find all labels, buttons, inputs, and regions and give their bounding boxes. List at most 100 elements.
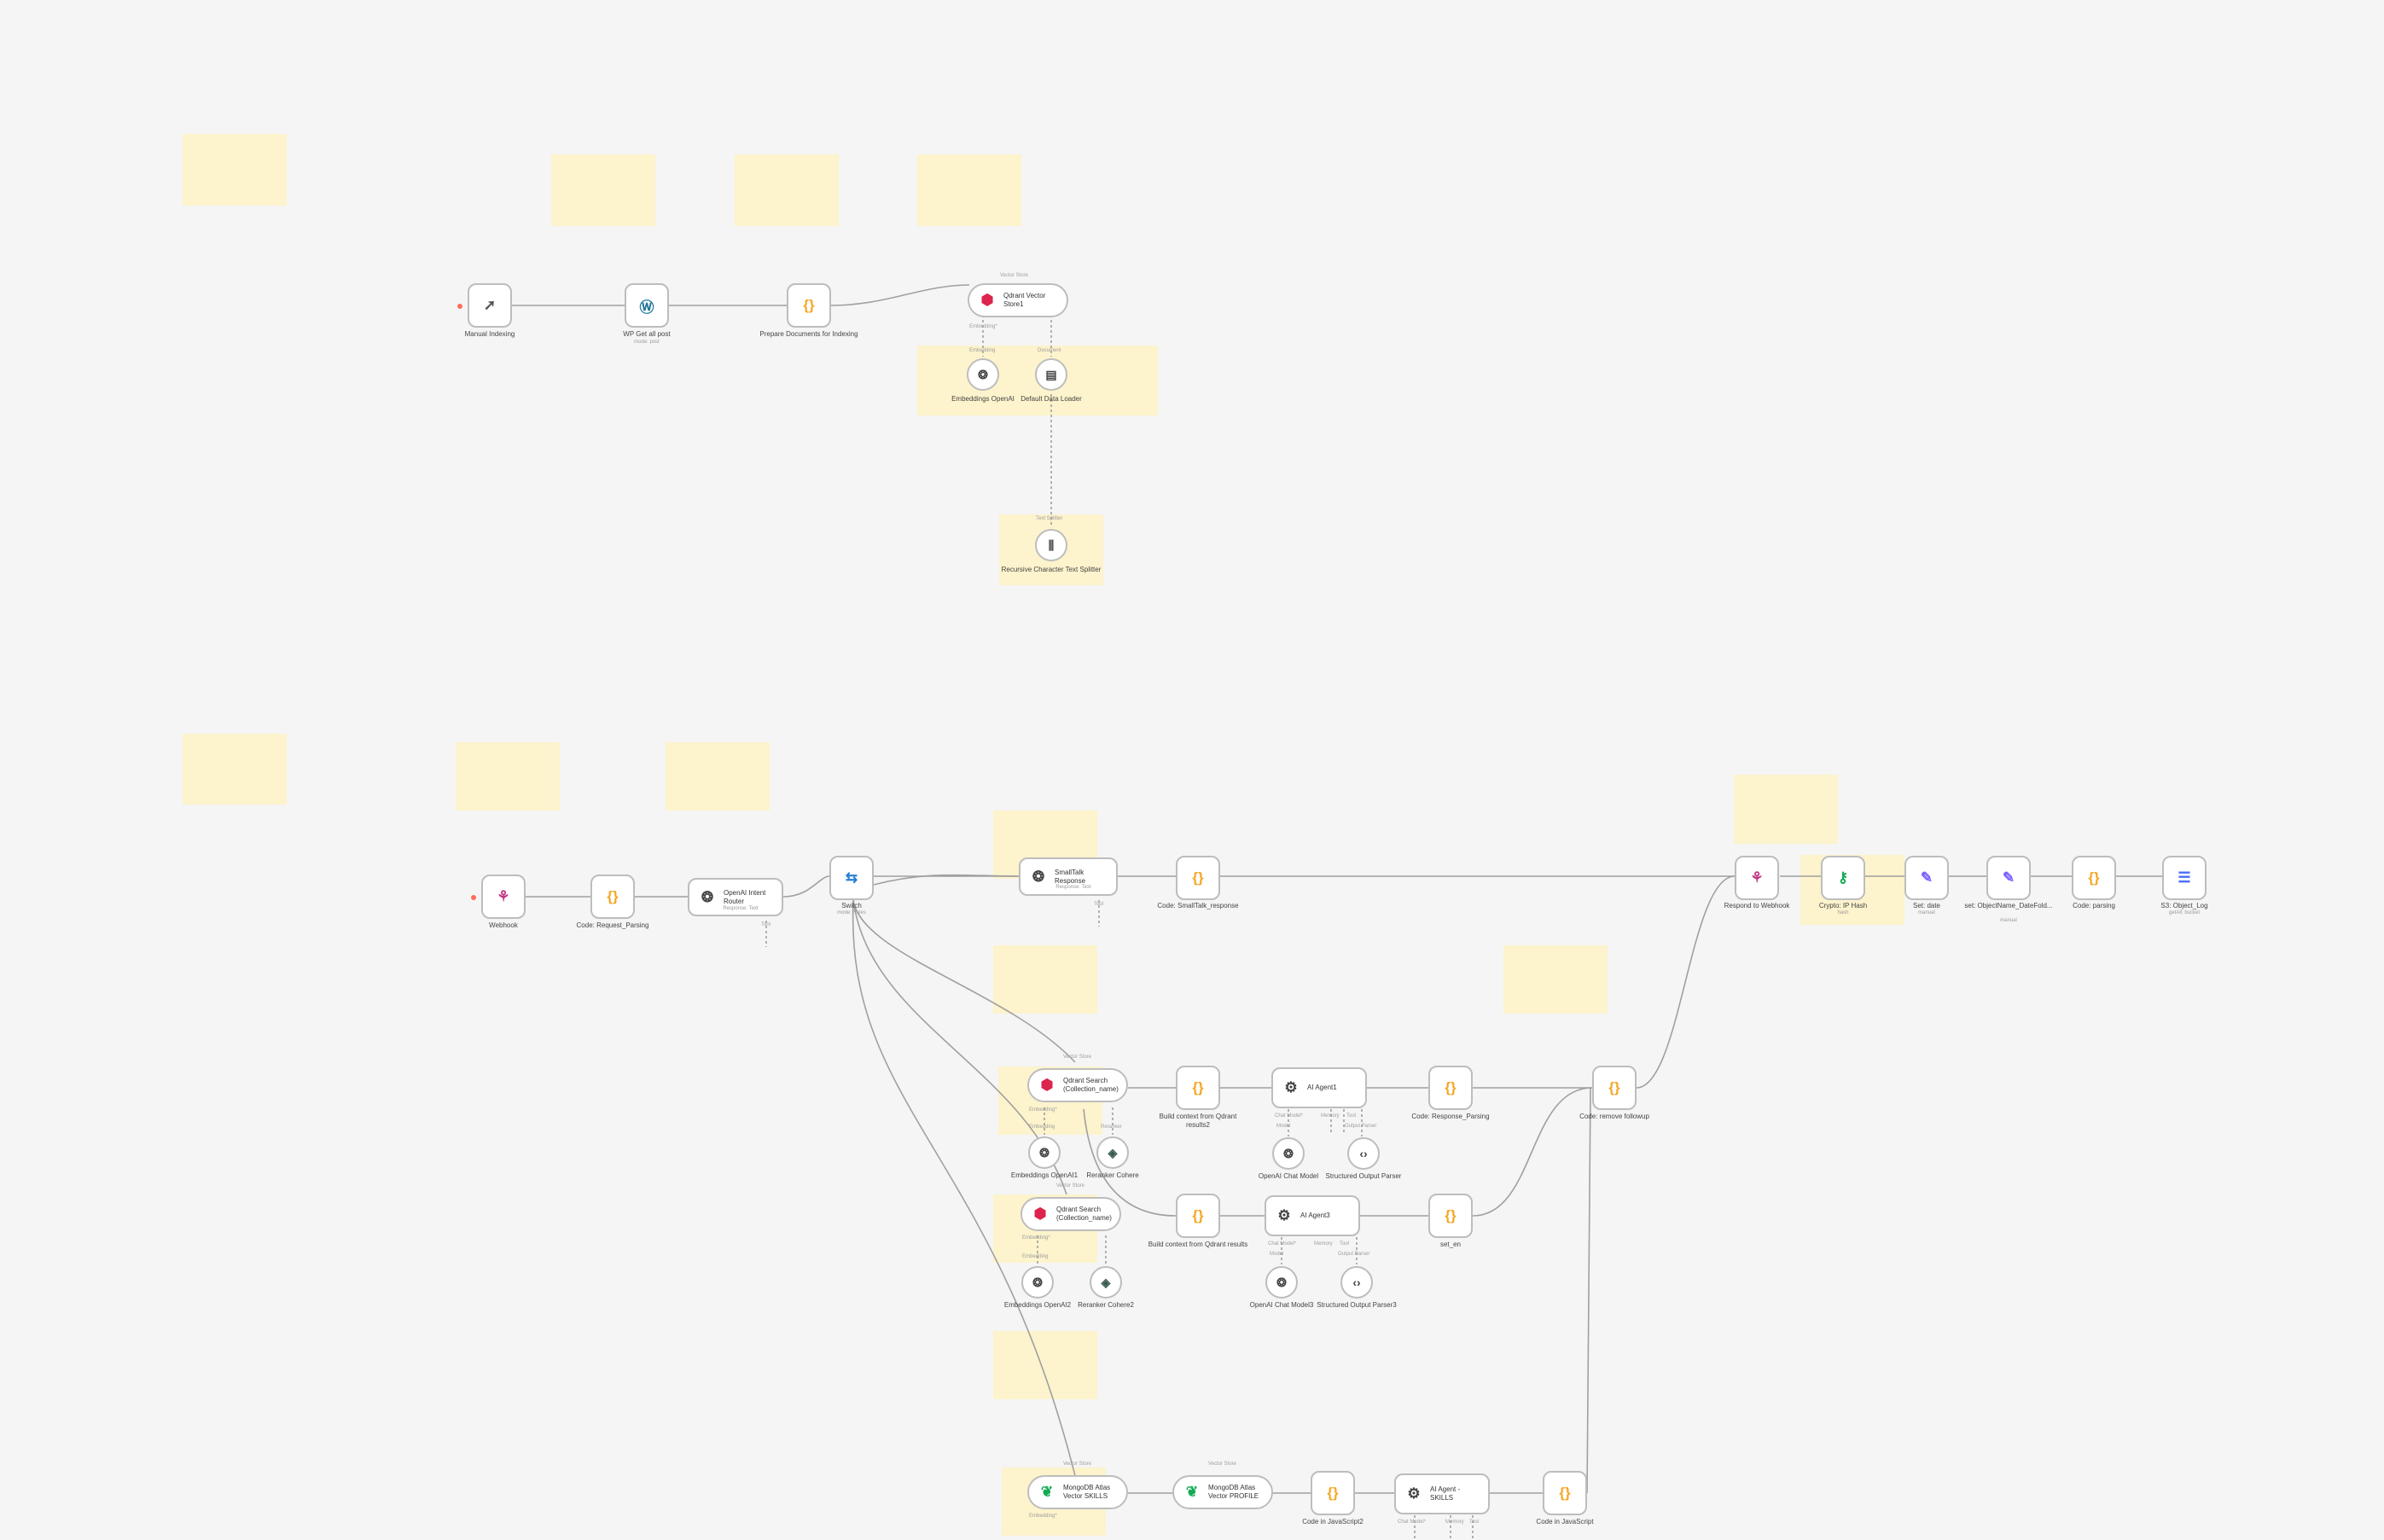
code-in-javascript-node[interactable]: {} bbox=[1543, 1471, 1587, 1515]
webhook-node[interactable]: ⚘ bbox=[481, 875, 526, 919]
node-subtitle: manual bbox=[2000, 918, 2017, 923]
port-label: Memory bbox=[1445, 1520, 1464, 1525]
port-label: Output Parser bbox=[1338, 1252, 1370, 1257]
code-icon: {} bbox=[607, 888, 619, 904]
smalltalk-response-node[interactable]: ❂ SmallTalk Response bbox=[1019, 857, 1118, 896]
node-label: Embeddings OpenAI bbox=[951, 395, 1015, 403]
sticky-note[interactable] bbox=[993, 1331, 1097, 1399]
port-label: Memory bbox=[1321, 1113, 1340, 1119]
qdrant-search-node[interactable]: ⬢ Qdrant Search (Collection_name) bbox=[1027, 1068, 1128, 1102]
qdrant-vector-store-node[interactable]: ⬢ Qdrant Vector Store1 bbox=[968, 283, 1068, 317]
port-label: Tool bbox=[761, 922, 771, 927]
robot-icon: ⚙ bbox=[1277, 1207, 1291, 1223]
node-label: Webhook bbox=[489, 921, 518, 929]
code-request-parsing-node[interactable]: {} bbox=[590, 875, 635, 919]
openai-intent-router-node[interactable]: ❂ OpenAI Intent Router bbox=[688, 878, 783, 916]
sticky-note[interactable] bbox=[183, 734, 287, 805]
node-title: SmallTalk Response bbox=[1055, 868, 1086, 885]
robot-icon: ⚙ bbox=[1284, 1079, 1298, 1095]
sticky-note[interactable] bbox=[1503, 945, 1608, 1014]
port-label: Embedding bbox=[1022, 1254, 1049, 1259]
port-label: Model bbox=[1270, 1252, 1284, 1257]
sticky-note[interactable] bbox=[1734, 775, 1838, 844]
node-title: Qdrant Vector Store1 bbox=[1003, 292, 1046, 308]
pen-icon: ✎ bbox=[2002, 869, 2015, 886]
node-label: Code in JavaScript bbox=[1536, 1518, 1594, 1525]
wp-get-all-post-node[interactable]: Ⓦ bbox=[625, 283, 669, 328]
respond-to-webhook-node[interactable]: ⚘ bbox=[1735, 856, 1779, 900]
set-en-node[interactable]: {} bbox=[1428, 1194, 1473, 1238]
sticky-note[interactable] bbox=[666, 742, 770, 811]
code-smalltalk-node[interactable]: {} bbox=[1176, 856, 1220, 900]
structured-output-parser-node[interactable]: ‹› bbox=[1347, 1137, 1380, 1170]
code-response-parsing-node[interactable]: {} bbox=[1428, 1066, 1473, 1110]
mongodb-atlas-profile-node[interactable]: ❦ MongoDB Atlas Vector PROFILE bbox=[1172, 1475, 1273, 1509]
s3-object-log-node[interactable]: ☰ bbox=[2162, 856, 2207, 900]
cursor-icon: ➚ bbox=[483, 297, 497, 313]
node-label: Manual Indexing bbox=[464, 330, 515, 338]
port-label: Chat Model* bbox=[1398, 1520, 1427, 1525]
code-icon: {} bbox=[1608, 1079, 1620, 1095]
prepare-documents-node[interactable]: {} bbox=[787, 283, 831, 328]
node-label: Embeddings OpenAI1 bbox=[1010, 1171, 1079, 1179]
mongodb-atlas-skills-node[interactable]: ❦ MongoDB Atlas Vector SKILLS bbox=[1027, 1475, 1128, 1509]
connection bbox=[1472, 1087, 1593, 1217]
code-parsing-node[interactable]: {} bbox=[2072, 856, 2116, 900]
key-icon: ⚷ bbox=[1837, 869, 1849, 886]
reranker-cohere-node[interactable]: ◈ bbox=[1096, 1136, 1129, 1169]
port-label: Vector Store bbox=[1063, 1462, 1092, 1467]
node-label: OpenAI Chat Model3 bbox=[1249, 1301, 1314, 1309]
port-label: Vector Store bbox=[1056, 1183, 1085, 1188]
connection bbox=[782, 875, 830, 898]
build-context-node[interactable]: {} bbox=[1176, 1066, 1220, 1110]
set-date-node[interactable]: ✎ bbox=[1904, 856, 1949, 900]
code-remove-followup-node[interactable]: {} bbox=[1592, 1066, 1637, 1110]
sticky-note[interactable] bbox=[993, 945, 1097, 1014]
port-label: Tool bbox=[1340, 1241, 1350, 1247]
node-label: Set: date bbox=[1912, 902, 1941, 909]
parser-icon: ‹› bbox=[1352, 1276, 1361, 1289]
node-subtitle: getAll: bucket bbox=[2168, 910, 2201, 915]
switch-node[interactable]: ⇆ bbox=[829, 856, 874, 900]
node-label: set_en bbox=[1439, 1241, 1462, 1248]
ai-agent-node[interactable]: ⚙ AI Agent1 bbox=[1271, 1067, 1367, 1108]
text-splitter-node[interactable]: ⫼ bbox=[1035, 529, 1067, 561]
set-objectname-node[interactable]: ✎ bbox=[1986, 856, 2031, 900]
port-label: Chat Model* bbox=[1268, 1241, 1297, 1247]
build-context2-node[interactable]: {} bbox=[1176, 1194, 1220, 1238]
openai-chat-model3-node[interactable]: ❂ bbox=[1265, 1266, 1298, 1299]
mongodb-icon: ❦ bbox=[1185, 1484, 1199, 1500]
code-in-javascript2-node[interactable]: {} bbox=[1311, 1471, 1355, 1515]
structured-output-parser3-node[interactable]: ‹› bbox=[1340, 1266, 1373, 1299]
openai-icon: ❂ bbox=[978, 367, 988, 381]
embeddings-openai2-node[interactable]: ❂ bbox=[1021, 1266, 1054, 1299]
node-subtitle: Response: Text bbox=[723, 906, 759, 911]
embeddings-openai1-node[interactable]: ❂ bbox=[1028, 1136, 1061, 1169]
openai-chat-model-node[interactable]: ❂ bbox=[1272, 1137, 1305, 1170]
embeddings-openai-node[interactable]: ❂ bbox=[967, 358, 999, 391]
sticky-note[interactable] bbox=[551, 154, 655, 226]
default-data-loader-node[interactable]: ▤ bbox=[1035, 358, 1067, 391]
pen-icon: ✎ bbox=[1920, 869, 1933, 886]
trigger-indicator bbox=[457, 304, 462, 309]
sticky-note[interactable] bbox=[183, 134, 287, 206]
sticky-note[interactable] bbox=[917, 154, 1021, 226]
node-label: Build context from Qdrant results2 bbox=[1159, 1113, 1237, 1129]
qdrant-search2-node[interactable]: ⬢ Qdrant Search (Collection_name) bbox=[1020, 1197, 1121, 1231]
port-label: Chat Model* bbox=[1275, 1113, 1304, 1119]
connection bbox=[830, 284, 970, 306]
reranker-cohere2-node[interactable]: ◈ bbox=[1090, 1266, 1122, 1299]
ai-agent-skills-node[interactable]: ⚙ AI Agent - SKILLS bbox=[1394, 1473, 1490, 1514]
crypto-ip-hash-node[interactable]: ⚷ bbox=[1821, 856, 1865, 900]
code-icon: {} bbox=[1327, 1485, 1339, 1501]
node-label: Code: Response_Parsing bbox=[1411, 1113, 1490, 1120]
ai-agent3-node[interactable]: ⚙ AI Agent3 bbox=[1265, 1195, 1360, 1236]
code-icon: {} bbox=[1445, 1207, 1457, 1223]
node-subtitle: mode: post bbox=[634, 340, 660, 345]
manual-indexing-node[interactable]: ➚ bbox=[468, 283, 512, 328]
cohere-icon: ◈ bbox=[1108, 1145, 1118, 1159]
code-icon: {} bbox=[1559, 1485, 1571, 1501]
sticky-note[interactable] bbox=[456, 742, 560, 811]
sticky-note[interactable] bbox=[735, 154, 839, 226]
